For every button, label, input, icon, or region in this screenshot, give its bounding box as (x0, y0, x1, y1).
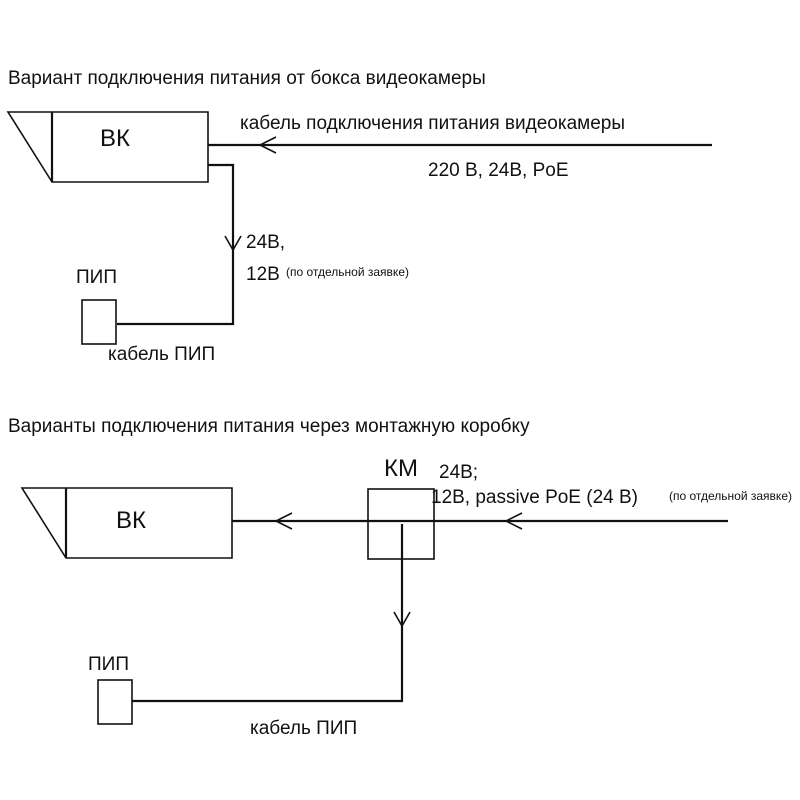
variant2-psu-cable-line (132, 524, 404, 703)
variant2-title: Варианты подключения питания через монта… (8, 416, 530, 437)
variant2-psu-cable-label: кабель ПИП (250, 718, 357, 739)
variant2-input-arrow (504, 512, 523, 530)
variant1-psu-cable-label: кабель ПИП (108, 344, 215, 365)
variant1-voltage-options: 220 В, 24В, PoE (428, 160, 569, 181)
variant1-psu-label: ПИП (76, 267, 117, 288)
variant2-voltage-2: 12В, passive PoE (24 В) (431, 487, 638, 508)
variant1-cable-label: кабель подключения питания видеокамеры (240, 113, 625, 134)
variant1-cable-arrow (258, 136, 277, 154)
variant2-psu-arrow (393, 611, 411, 628)
camera-label: ВК (116, 507, 146, 534)
camera-housing (20, 487, 233, 559)
junction-box-label: КМ (384, 455, 418, 482)
camera-label: ВК (100, 125, 130, 152)
variant1-psu-cable-line (117, 163, 235, 326)
variant1-psu-box (81, 299, 117, 345)
variant1-psu-voltage-2: 12В (246, 264, 280, 285)
variant1-psu-voltage-1: 24В, (246, 232, 285, 253)
variant1-title: Вариант подключения питания от бокса вид… (8, 68, 486, 89)
variant2-psu-box (97, 679, 133, 725)
variant1-psu-note: (по отдельной заявке) (286, 265, 409, 279)
variant1-camera: ВК (6, 111, 209, 183)
variant2-camera-arrow (274, 512, 293, 530)
variant2-camera: ВК (20, 487, 233, 559)
camera-housing (6, 111, 209, 183)
variant2-voltage-note: (по отдельной заявке) (669, 489, 792, 503)
variant2-psu-label: ПИП (88, 654, 129, 675)
variant1-psu-arrow (224, 235, 242, 252)
variant2-voltage-1: 24В; (439, 462, 478, 483)
